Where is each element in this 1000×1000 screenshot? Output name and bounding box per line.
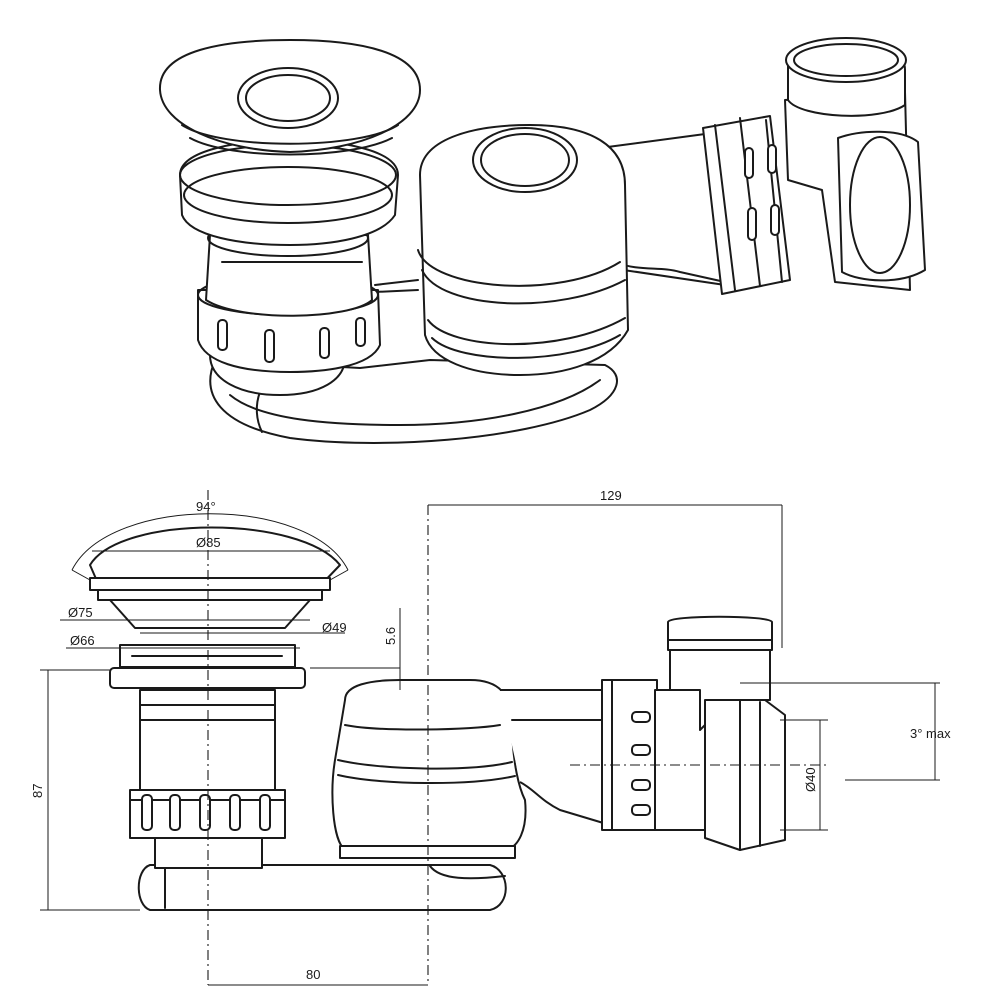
label-dia-49: Ø49 — [322, 620, 347, 635]
isometric-view — [158, 37, 926, 444]
label-slope: 3° max — [910, 726, 951, 741]
label-dim-129: 129 — [600, 488, 622, 503]
side-elevation-view — [89, 526, 786, 911]
label-dim-5-6: 5.6 — [383, 627, 398, 645]
label-dia-66: Ø66 — [70, 633, 95, 648]
center-lines — [207, 490, 830, 985]
label-angle: 94° — [196, 499, 216, 514]
label-dia-85: Ø85 — [196, 535, 221, 550]
label-dim-87: 87 — [30, 784, 45, 798]
dimension-lines — [40, 504, 940, 986]
label-dia-75: Ø75 — [68, 605, 93, 620]
dimension-labels: 94° Ø85 Ø75 Ø49 Ø66 5.6 87 129 80 3° max… — [30, 488, 951, 982]
label-dia-40: Ø40 — [803, 767, 818, 792]
label-dim-80: 80 — [306, 967, 320, 982]
